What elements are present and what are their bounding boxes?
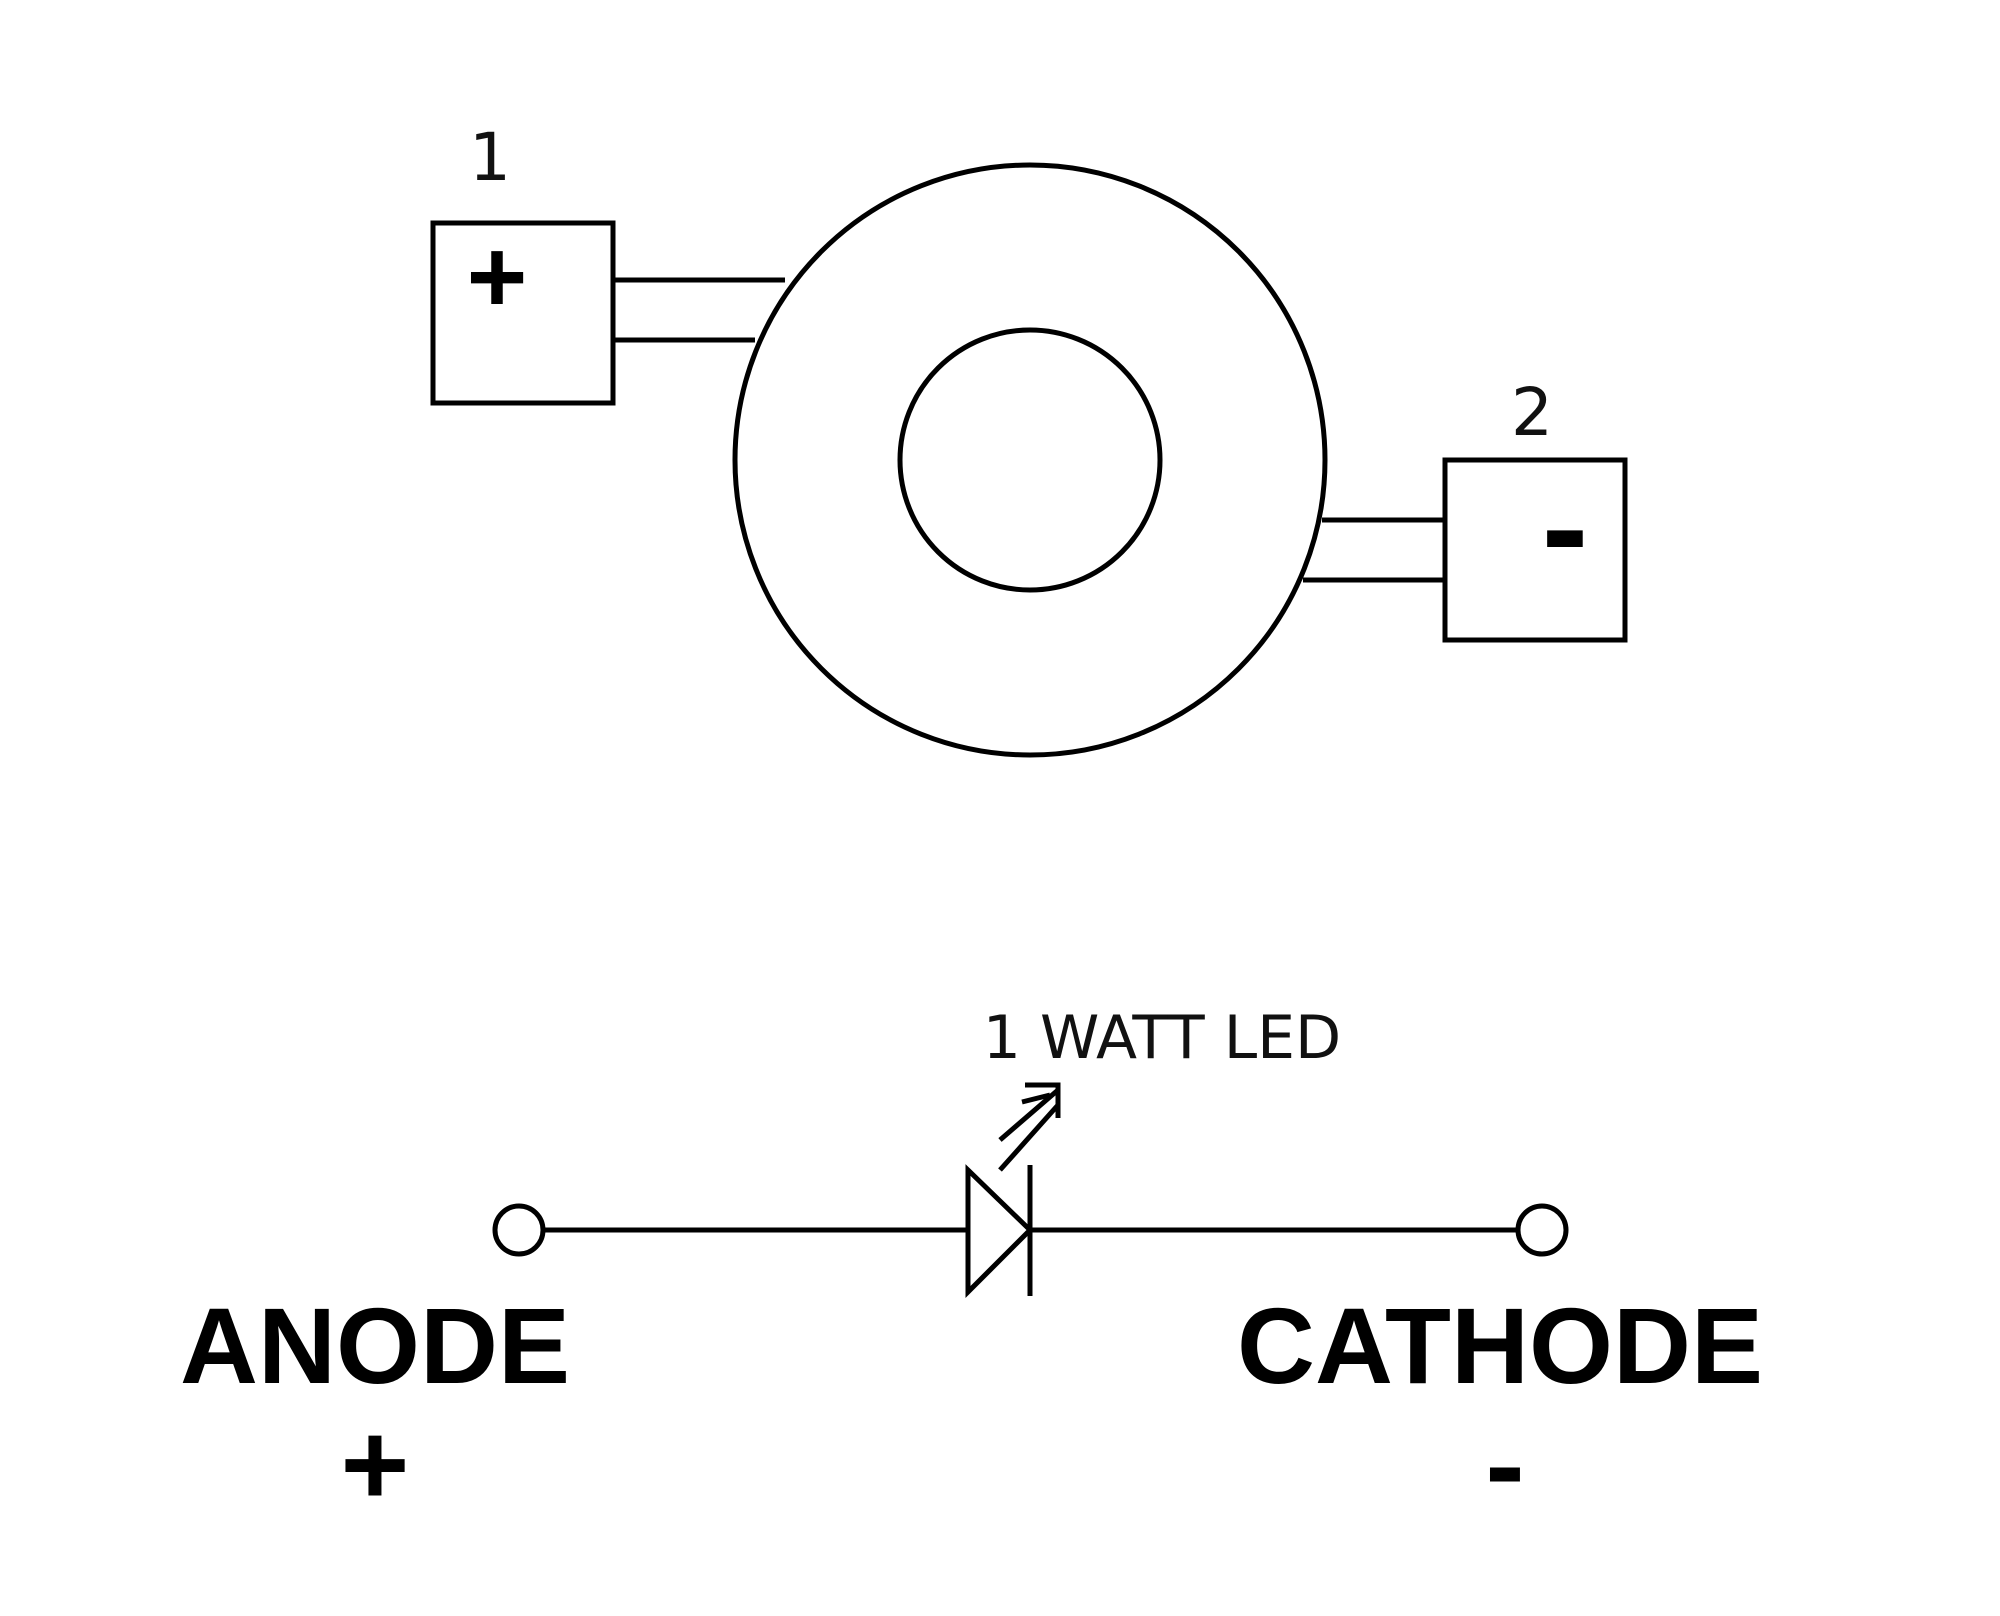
- pad-2: 2 -: [1442, 374, 1628, 643]
- cathode-lead: [1303, 517, 1445, 583]
- anode-label: ANODE: [180, 1285, 570, 1406]
- pad-1-outline: [430, 220, 616, 406]
- led-package: 1 + 2 -: [430, 119, 1628, 758]
- anode-lead: [613, 277, 785, 343]
- pad-2-number: 2: [1511, 374, 1553, 451]
- cathode-label: CATHODE: [1237, 1285, 1763, 1406]
- pad-2-outline: [1442, 457, 1628, 643]
- emission-arrows-icon: [998, 1082, 1061, 1172]
- pad-1: 1 +: [430, 119, 616, 406]
- component-label: 1 WATT LED: [983, 1003, 1342, 1073]
- pad-1-number: 1: [469, 119, 511, 196]
- diode-triangle: [965, 1164, 1034, 1299]
- cathode-terminal: [1515, 1203, 1569, 1257]
- led-symbol: [910, 1164, 1090, 1299]
- pad-2-symbol: -: [1542, 448, 1589, 605]
- package-lens-circle: [897, 327, 1163, 593]
- anode-terminal: [492, 1203, 546, 1257]
- cathode-symbol: -: [1485, 1399, 1524, 1531]
- anode-symbol: +: [341, 1399, 410, 1531]
- pad-1-symbol: +: [467, 219, 528, 335]
- led-schematic: 1 WATT LED ANODE + CATHODE -: [180, 1003, 1763, 1531]
- package-body-circle: [732, 162, 1328, 758]
